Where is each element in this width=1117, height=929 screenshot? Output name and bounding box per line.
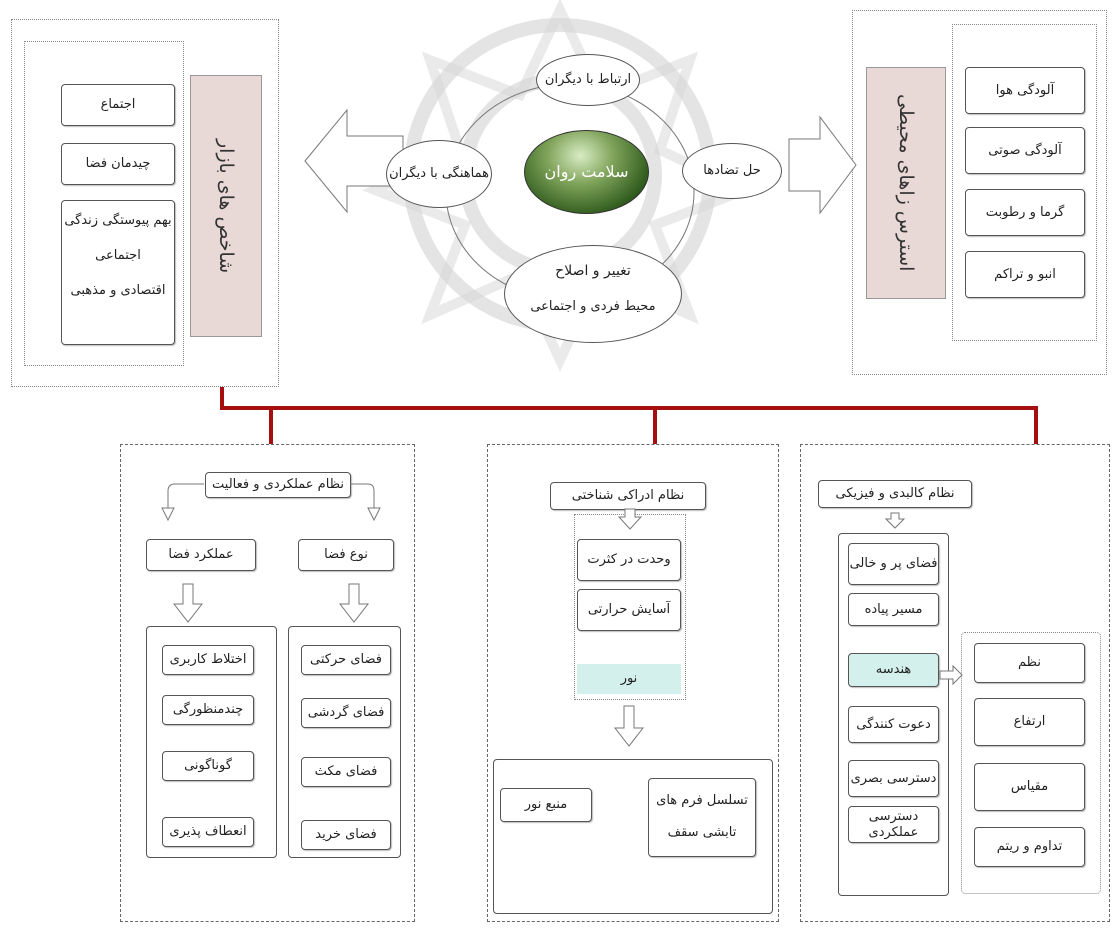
functional-right-item-2: فضای گردشی <box>301 698 391 728</box>
cognitive-bottom-right-line2: تابشی سقف <box>667 825 737 840</box>
cognitive-item-light: نور <box>577 664 681 694</box>
functional-panel: نظام عملکردی و فعالیت عملکرد فضا نوع فضا… <box>120 444 415 922</box>
center-bottom-line2: محیط فردی و اجتماعی <box>530 299 656 314</box>
left-item-chidman: چیدمان فضا <box>61 143 175 185</box>
physical-item-geometry: هندسه <box>848 653 939 687</box>
right-item-density: انبو و تراکم <box>965 251 1085 298</box>
physical-item-6: دسترسی عملکردی <box>848 806 939 843</box>
physical-sub-item-rhythm: تداوم و ریتم <box>974 827 1085 867</box>
cognitive-item-thermal: آسایش حرارتی <box>577 589 681 631</box>
center-bottom-line1: تغییر و اصلاح <box>555 263 631 279</box>
cognitive-panel: نظام ادراکی شناختی وحدت در کثرت آسایش حر… <box>487 444 779 922</box>
right-item-noise-pollution: آلودگی صوتی <box>965 127 1085 174</box>
right-item-heat-humidity: گرما و رطوبت <box>965 189 1085 236</box>
left-item-peyvastegi: بهم پیوستگی زندگی اجتماعی اقتصادی و مذهب… <box>61 200 175 345</box>
left-item-ejtema: اجتماع <box>61 84 175 126</box>
cognitive-bottom-group <box>493 759 773 914</box>
center-main-label: سلامت روان <box>544 162 629 182</box>
right-panel-header: استرس زاهای محیطی <box>866 67 946 299</box>
functional-right-item-4: فضای خرید <box>301 820 391 850</box>
left-panel-header: شاخص های بازار <box>190 75 262 337</box>
right-item-air-pollution: آلودگی هوا <box>965 67 1085 114</box>
physical-panel: نظام کالبدی و فیزیکی فضای پر و خالی مسیر… <box>800 444 1110 922</box>
center-main-node: سلامت روان <box>524 130 649 214</box>
functional-right-item-1: فضای حرکتی <box>301 645 391 675</box>
functional-left-group <box>146 626 277 858</box>
left-item-multi-1: بهم پیوستگی زندگی <box>64 213 172 228</box>
physical-sub-item-height: ارتفاع <box>974 698 1085 746</box>
physical-main-group <box>838 533 949 896</box>
physical-sub-group <box>961 632 1101 894</box>
functional-right-item-3: فضای مکث <box>301 757 391 787</box>
right-panel: استرس زاهای محیطی آلودگی هوا آلودگی صوتی… <box>852 10 1107 375</box>
physical-sub-item-order: نظم <box>974 643 1085 683</box>
left-item-multi-3: اقتصادی و مذهبی <box>70 283 166 298</box>
center-right-node: حل تضادها <box>682 143 782 199</box>
functional-col-right-title: نوع فضا <box>298 539 394 571</box>
center-left-node: هماهنگی با دیگران <box>386 140 492 208</box>
functional-title: نظام عملکردی و فعالیت <box>205 472 351 498</box>
center-bottom-node: تغییر و اصلاح محیط فردی و اجتماعی <box>504 245 682 343</box>
right-panel-header-label: استرس زاهای محیطی <box>895 94 917 272</box>
right-hollow-arrow <box>788 115 857 215</box>
physical-title: نظام کالبدی و فیزیکی <box>818 480 972 508</box>
functional-left-item-1: اختلاط کاربری <box>162 645 254 675</box>
cognitive-title: نظام ادراکی شناختی <box>550 482 706 510</box>
left-panel: شاخص های بازار اجتماع چیدمان فضا بهم پیو… <box>11 19 279 387</box>
functional-col-left-title: عملکرد فضا <box>146 539 256 571</box>
cognitive-bottom-left-box: منبع نور <box>500 788 592 822</box>
left-panel-header-label: شاخص های بازار <box>215 138 237 274</box>
functional-left-item-2: چندمنظورگی <box>162 695 254 725</box>
left-item-multi-2: اجتماعی <box>95 248 141 263</box>
center-top-node: ارتباط با دیگران <box>536 54 640 106</box>
right-panel-inner <box>952 24 1097 341</box>
physical-item-4: دعوت کنندگی <box>848 706 939 743</box>
functional-right-group <box>288 626 401 858</box>
physical-sub-item-scale: مقیاس <box>974 763 1085 811</box>
left-panel-inner <box>24 41 184 366</box>
functional-left-item-3: گوناگونی <box>162 751 254 781</box>
physical-item-5: دسترسی بصری <box>848 760 939 797</box>
physical-item-1: فضای پر و خالی <box>848 543 939 585</box>
functional-left-item-4: انعطاف پذیری <box>162 817 254 847</box>
cognitive-bottom-right-line1: تسلسل فرم های <box>656 793 748 808</box>
cognitive-item-unity: وحدت در کثرت <box>577 539 681 581</box>
physical-item-2: مسیر پیاده <box>848 593 939 626</box>
cognitive-bottom-right-box: تسلسل فرم های تابشی سقف <box>648 778 756 857</box>
